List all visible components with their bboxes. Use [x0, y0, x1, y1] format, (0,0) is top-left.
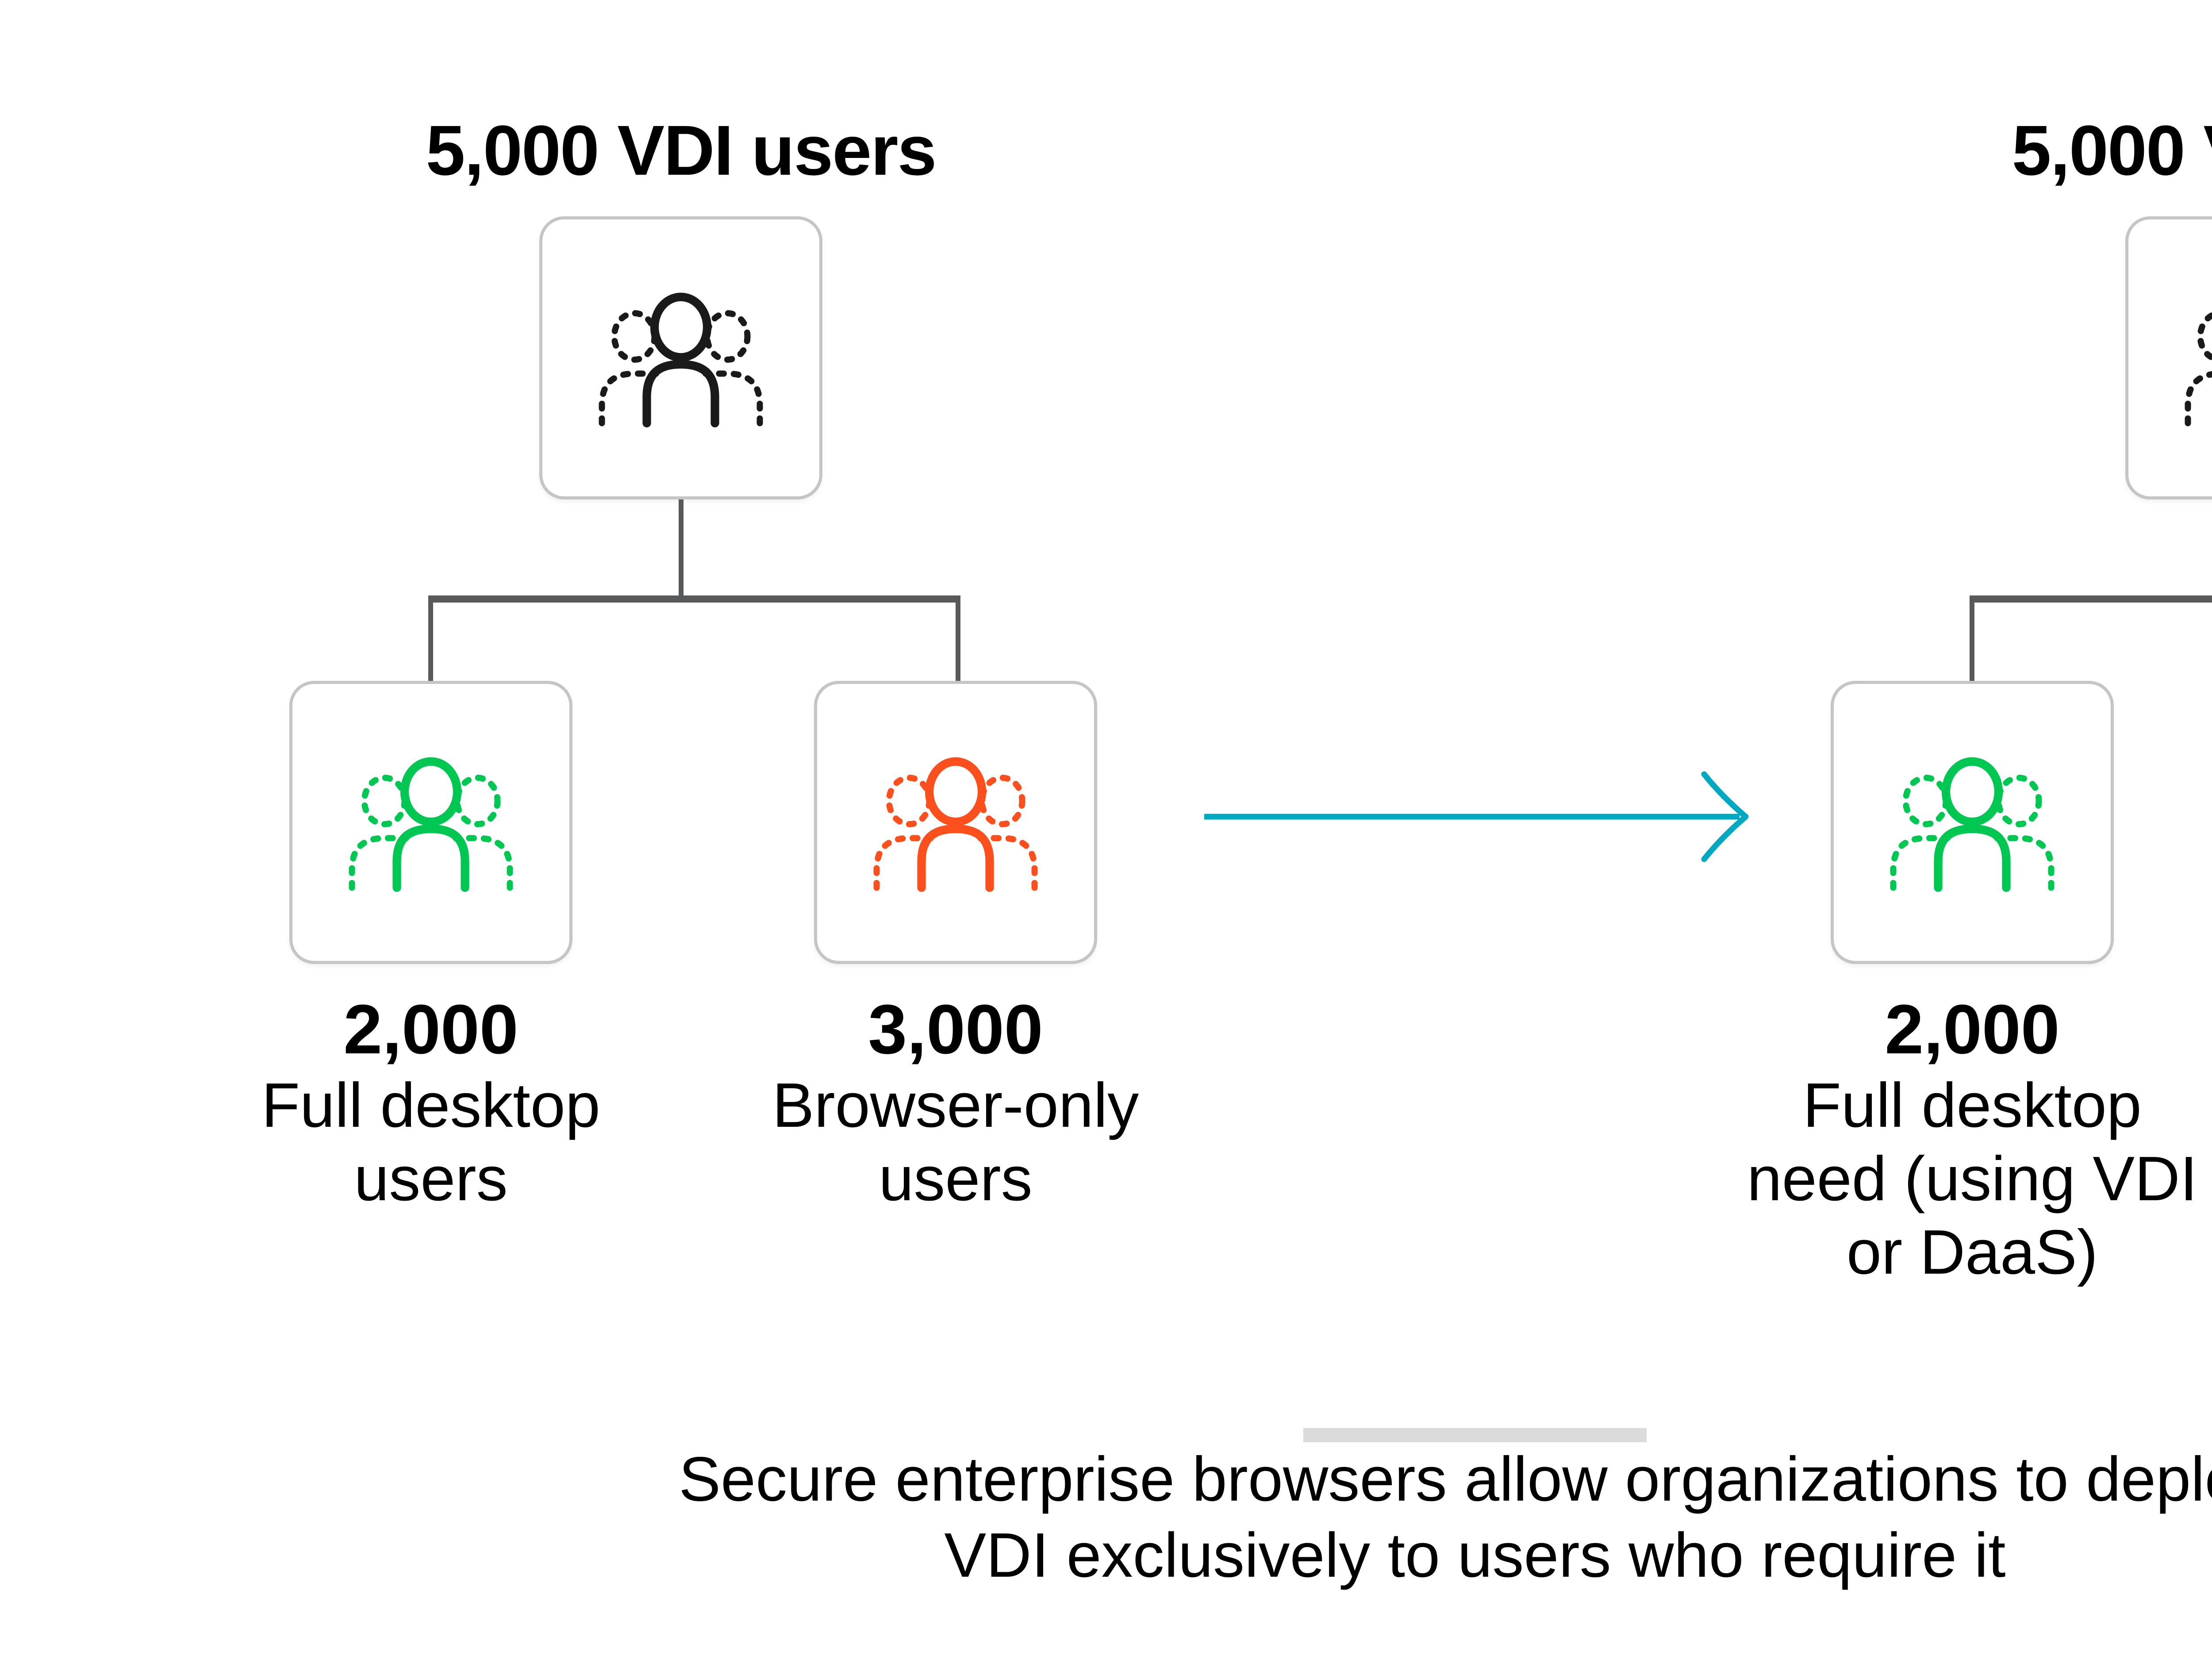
before-root-box	[539, 216, 822, 499]
after-full-desktop-box	[1831, 681, 2114, 964]
people-group-icon	[588, 276, 774, 431]
label-line: need (using VDI	[1747, 1144, 2198, 1214]
after-connector-bar	[1970, 595, 2212, 603]
label-line: users	[879, 1144, 1033, 1214]
before-connector-bar	[428, 595, 960, 603]
people-group-icon	[338, 741, 524, 895]
before-title: 5,000 VDI users	[426, 111, 937, 190]
transition-arrow-icon	[1194, 764, 1756, 871]
label-line: Browser-only	[772, 1070, 1139, 1141]
people-group-icon	[2174, 276, 2212, 431]
people-group-icon	[863, 741, 1048, 895]
caption-line: Secure enterprise browsers allow organiz…	[679, 1444, 2212, 1514]
user-count: 2,000	[343, 991, 518, 1068]
after-full-desktop-label: 2,000 Full desktop need (using VDI or Da…	[1618, 990, 2212, 1289]
after-title: 5,000 VDI users	[2012, 111, 2212, 190]
before-browser-only-label: 3,000 Browser-only users	[602, 990, 1310, 1216]
label-line: users	[354, 1144, 508, 1214]
label-line: Full desktop	[261, 1070, 600, 1141]
after-connector-drop-left	[1970, 595, 1974, 682]
people-group-icon	[1879, 741, 2065, 895]
label-line: or DaaS)	[1846, 1217, 2098, 1287]
before-full-desktop-label: 2,000 Full desktop users	[77, 990, 785, 1216]
caption-divider	[1303, 1428, 1647, 1442]
user-count: 2,000	[1885, 991, 2060, 1068]
before-browser-only-box	[814, 681, 1097, 964]
user-count: 3,000	[868, 991, 1043, 1068]
caption-line: VDI exclusively to users who require it	[944, 1520, 2006, 1590]
label-line: Full desktop	[1803, 1070, 2142, 1141]
before-connector-drop-left	[428, 595, 433, 682]
caption: Secure enterprise browsers allow organiz…	[0, 1441, 2212, 1594]
before-connector-stub	[679, 499, 684, 598]
before-connector-drop-right	[956, 595, 960, 682]
before-full-desktop-box	[289, 681, 572, 964]
after-root-box	[2125, 216, 2212, 499]
